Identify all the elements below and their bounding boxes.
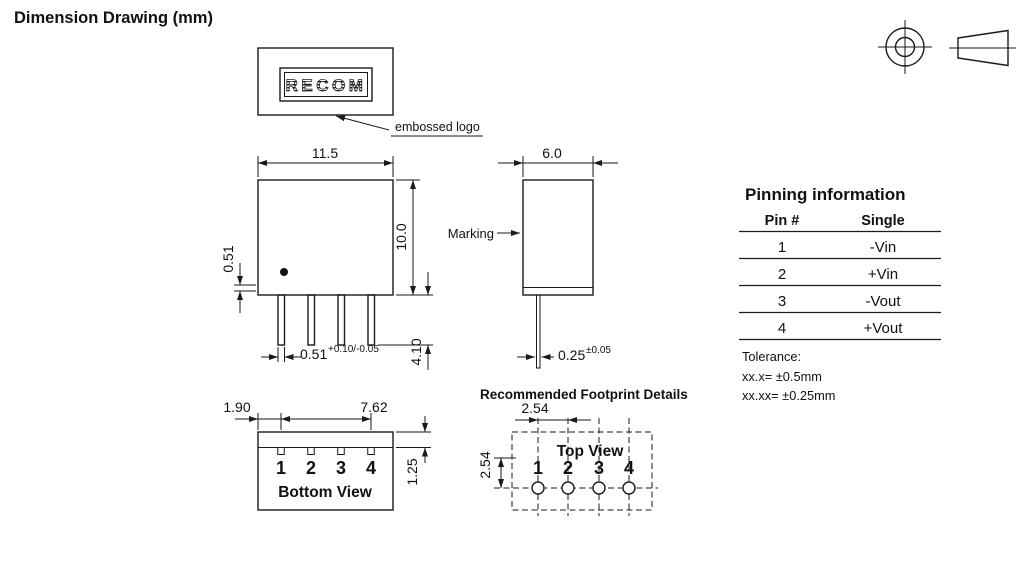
side-outline [522, 179, 594, 296]
dim-pin-width: 0.51 +0.10/-0.05 [261, 344, 379, 362]
dim-body-width-label: 11.5 [312, 145, 338, 161]
pin-function: -Vout [865, 293, 901, 310]
dim-pitch-x: 2.54 [515, 400, 591, 423]
dim-pin-width-label: 0.51 [300, 346, 327, 362]
package-outline [257, 47, 394, 116]
dim-edge-to-pin1: 1.90 7.62 [223, 399, 388, 430]
front-view: 11.5 10.0 4.10 0.51 0.51 +0. [220, 145, 433, 370]
dim-row-offset: 1.25 [396, 416, 431, 486]
pin1-dot [280, 268, 288, 276]
footprint-view: Recommended Footprint Details 1 2 3 4 To… [477, 387, 688, 516]
pin-function: -Vin [870, 239, 896, 256]
dim-pin-thickness-tolerance: ±0.05 [586, 345, 611, 356]
hole-4 [622, 481, 636, 495]
footprint-outline [511, 431, 653, 511]
tolerance-rule-1: xx.x= ±0.5mm [742, 369, 822, 384]
marking-callout: Marking [448, 226, 520, 241]
pin-number: 3 [778, 293, 786, 310]
footprint-pin-3: 3 [594, 458, 604, 478]
dim-pin-length-label: 4.10 [408, 338, 424, 365]
footprint-title: Recommended Footprint Details [480, 387, 688, 402]
tolerance-rule-2: xx.xx= ±0.25mm [742, 388, 835, 403]
hole-1 [531, 481, 545, 495]
dim-pitch-y-label: 2.54 [477, 451, 493, 478]
pin-number: 2 [778, 266, 786, 283]
dim-body-height: 10.0 [393, 179, 433, 296]
pin-number: 4 [778, 320, 786, 337]
footprint-pin-2: 2 [563, 458, 573, 478]
dim-body-width: 11.5 [257, 145, 394, 177]
dim-pin-length: 4.10 [378, 272, 433, 370]
pin-number: 1 [778, 239, 786, 256]
hole-3 [592, 481, 606, 495]
page-title: Dimension Drawing (mm) [14, 9, 213, 27]
bottom-pin-3: 3 [336, 458, 346, 478]
dim-pitch-y: 2.54 [477, 451, 516, 488]
pin-column-header: Pin # [765, 213, 800, 229]
bottom-pin-4: 4 [366, 458, 376, 478]
bottom-view: 1 2 3 4 Bottom View 1.90 7.62 1.25 [223, 399, 431, 511]
hole-2 [561, 481, 575, 495]
body-outline [257, 179, 394, 296]
dim-standoff-label: 0.51 [220, 245, 236, 272]
dim-body-height-label: 10.0 [393, 223, 409, 250]
footprint-pin-4: 4 [624, 458, 634, 478]
pin-function: +Vout [864, 320, 904, 337]
bottom-pin-1: 1 [276, 458, 286, 478]
table-row: 4 +Vout [778, 320, 903, 337]
dim-pin-width-tolerance: +0.10/-0.05 [328, 344, 379, 355]
dim-standoff: 0.51 [220, 245, 256, 313]
embossed-logo-label: embossed logo [395, 120, 480, 134]
projection-symbol-icon [878, 20, 1016, 74]
table-row: 1 -Vin [778, 239, 896, 256]
table-row: 3 -Vout [778, 293, 902, 310]
single-column-header: Single [861, 213, 905, 229]
dim-pin-thickness: 0.25 ±0.05 [517, 345, 611, 363]
pinning-table: Pinning information Pin # Single 1 -Vin … [739, 185, 941, 341]
tolerance-heading: Tolerance: [742, 349, 801, 364]
pinning-title: Pinning information [745, 185, 906, 204]
dim-pin-span-label: 7.62 [360, 399, 387, 415]
dim-pin-thickness-label: 0.25 [558, 347, 585, 363]
package-logo-view: RECOM embossed logo [257, 47, 483, 137]
recom-logo: RECOM [286, 76, 367, 95]
side-view: 6.0 Marking 0.25 ±0.05 [448, 145, 618, 369]
table-row: 2 +Vin [778, 266, 898, 283]
dim-row-offset-label: 1.25 [404, 458, 420, 485]
footprint-pin-1: 1 [533, 458, 543, 478]
tolerance-note: Tolerance: xx.x= ±0.5mm xx.xx= ±0.25mm [742, 349, 835, 403]
bottom-outline [257, 431, 394, 511]
marking-label: Marking [448, 226, 494, 241]
bottom-pin-2: 2 [306, 458, 316, 478]
bottom-view-label: Bottom View [278, 484, 373, 501]
dim-depth: 6.0 [498, 145, 618, 177]
pin-function: +Vin [868, 266, 898, 283]
dim-edge-to-pin1-label: 1.90 [223, 399, 250, 415]
dim-depth-label: 6.0 [542, 145, 562, 161]
dim-pitch-x-label: 2.54 [521, 400, 548, 416]
top-view-label: Top View [557, 443, 625, 460]
